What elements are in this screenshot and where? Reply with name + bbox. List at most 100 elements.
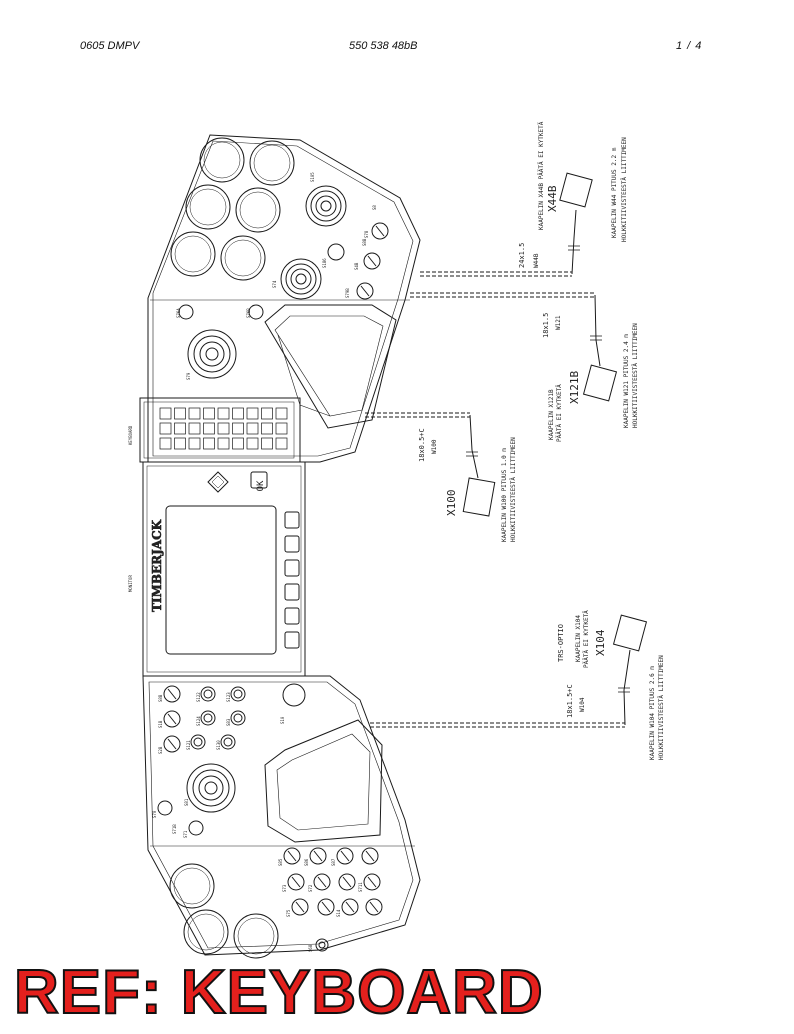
keyboard-key xyxy=(232,422,244,435)
lower-knob xyxy=(282,683,306,707)
keyboard-key xyxy=(159,407,172,420)
x44b-length-line2: HOLKKITIIVISTEESTÄ LIITTIMEEN xyxy=(621,137,628,242)
x104-length-line1: KAAPELIN W104 PITUUS 2.6 m xyxy=(649,666,656,760)
keyboard-key xyxy=(261,422,273,435)
x121b-length-line1: KAAPELIN W121 PITUUS 2.4 m xyxy=(623,334,630,428)
label-s130: S130 xyxy=(216,740,221,750)
keyboard-key xyxy=(232,437,244,450)
label-s85: S85 xyxy=(278,858,283,866)
cable-x104-labels: 18x1.5+C W104 TRS-OPTIO KAAPELIN X104 PÄ… xyxy=(557,610,665,760)
lower-rotary-switch-grid xyxy=(283,847,383,952)
reference-stamp: REF: KEYBOARD xyxy=(13,958,544,1027)
upper-control-panel xyxy=(139,134,421,463)
x121b-length-line2: HOLKKITIIVISTEESTÄ LIITTIMEEN xyxy=(632,323,639,428)
label-s123: S123 xyxy=(226,692,231,702)
gauge-dial xyxy=(220,235,266,281)
keyboard-key xyxy=(188,437,201,450)
label-s8b-lower: S8B xyxy=(158,694,163,702)
header-page-number: 1 / 4 xyxy=(676,40,703,52)
label-s87: S87 xyxy=(331,858,336,866)
monitor-screen xyxy=(165,505,277,655)
monitor-softkey xyxy=(284,607,300,625)
label-s86: S86 xyxy=(304,858,309,866)
keyboard-key xyxy=(275,437,288,450)
keyboard-key xyxy=(188,422,201,435)
x104-spec: 18x1.5+C xyxy=(566,684,574,718)
x104-note-line2: PÄÄTÄ EI KYTKETÄ xyxy=(583,610,590,668)
monitor-softkey xyxy=(284,631,300,649)
x104-length-line2: HOLKKITIIVISTEESTÄ LIITTIMEEN xyxy=(658,655,665,760)
keyboard-key xyxy=(217,407,230,420)
x104-name: X104 xyxy=(594,629,607,656)
gauge-dial xyxy=(233,913,279,959)
label-s79b: S79B xyxy=(345,288,350,298)
connector-x44b xyxy=(559,172,593,208)
keyboard-key xyxy=(232,407,244,420)
label-s76b: S76B xyxy=(246,308,251,318)
keyboard-key xyxy=(174,407,186,420)
x44b-spec: 24x1.5 xyxy=(518,243,526,268)
label-s81: S81 xyxy=(184,798,189,806)
upper-gauge-cluster xyxy=(170,137,295,281)
label-s76a: S76A xyxy=(176,308,181,318)
x100-spec: 18x0.5+C xyxy=(418,428,426,462)
keyboard-key xyxy=(261,437,273,450)
upper-rotary-switches xyxy=(178,222,389,320)
connector-x100 xyxy=(462,477,496,517)
label-s105: S105 xyxy=(310,172,315,182)
header-doc-code: 0605 DMPV xyxy=(80,40,140,52)
monitor-softkey xyxy=(284,559,300,577)
monitor-softkey xyxy=(284,535,300,553)
monitor-ok-key xyxy=(250,471,268,489)
label-s68: S68 xyxy=(308,944,313,952)
cable-x121b-labels: 18x1.5 W121 KAAPELIN X121B PÄÄTÄ EI KYTK… xyxy=(542,313,639,442)
x100-length-line2: HOLKKITIIVISTEESTÄ LIITTIMEEN xyxy=(510,437,517,542)
lower-panel-outline xyxy=(142,675,421,956)
cable-w104 xyxy=(370,614,648,728)
label-s79: S79 xyxy=(186,372,191,380)
label-s1b: S1B xyxy=(158,720,163,728)
upper-joystick-right xyxy=(305,185,347,227)
label-s14: S14 xyxy=(336,909,341,917)
lower-switch-labels: S8B S1B S2B S122 S123 S124 S121 S130 S83… xyxy=(152,692,363,952)
label-s70: S70 xyxy=(152,810,157,818)
connector-x121b xyxy=(582,364,618,402)
lower-joystick xyxy=(186,763,236,813)
label-s71b: S71B xyxy=(172,824,177,834)
label-s78: S78 xyxy=(364,230,369,238)
monitor-bezel xyxy=(142,461,306,677)
x100-name: X100 xyxy=(445,490,458,517)
upper-switch-labels: S105 S78 S8 S4B S8B S79B S74 S186 S76A S… xyxy=(176,172,377,380)
keyboard-key xyxy=(174,422,186,435)
lower-armrest xyxy=(264,719,383,843)
keyboard-key xyxy=(246,407,259,420)
keyboard-key xyxy=(246,437,259,450)
label-s122: S122 xyxy=(196,692,201,702)
keyboard-key xyxy=(159,422,172,435)
cable-w44 xyxy=(420,172,593,277)
monitor-softkey xyxy=(284,511,300,529)
x44b-wire: W44B xyxy=(533,253,540,268)
monitor-unit xyxy=(142,461,306,677)
keyboard-key xyxy=(217,437,230,450)
lower-gauge-cluster xyxy=(169,863,279,959)
ok-key-label: OK xyxy=(256,480,266,491)
cable-x44b-labels: 24x1.5 W44B KAAPELIN X44B PÄÄTÄ EI KYTKE… xyxy=(518,121,628,268)
keyboard-key xyxy=(174,437,186,450)
label-s711: S711 xyxy=(358,882,363,892)
lower-panel-inner-outline xyxy=(148,681,414,949)
gauge-dial xyxy=(170,231,216,277)
keyboard-key xyxy=(203,437,215,450)
keyboard-key xyxy=(159,437,172,450)
gauge-dial xyxy=(169,863,215,909)
gauge-dial xyxy=(199,137,245,183)
lower-rotary-switches-left xyxy=(163,685,181,753)
monitor-softkey xyxy=(284,583,300,601)
label-s124: S124 xyxy=(196,716,201,726)
label-s4b: S4B xyxy=(354,262,359,270)
label-s10: S10 xyxy=(280,716,285,724)
label-s73: S73 xyxy=(282,884,287,892)
upper-joystick-left xyxy=(187,329,237,379)
label-s8b: S8B xyxy=(362,238,367,246)
